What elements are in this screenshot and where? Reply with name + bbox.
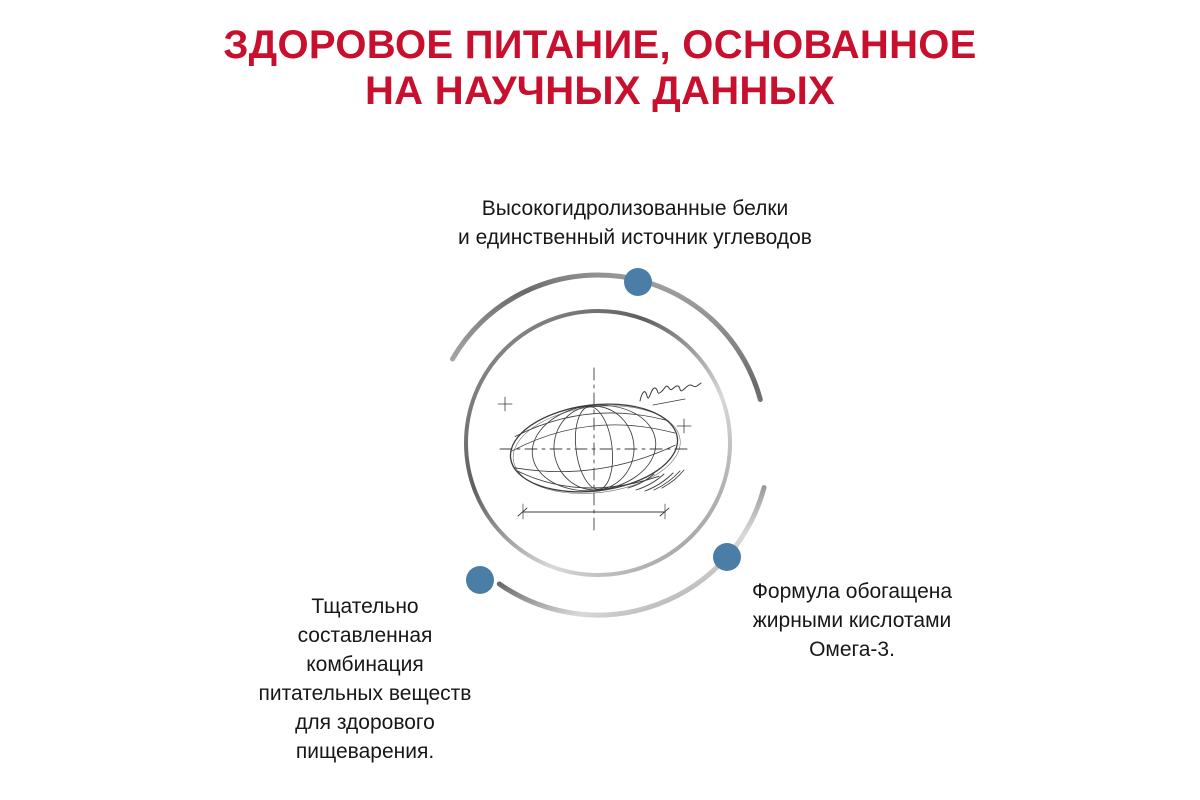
ring-arc-top <box>450 272 763 402</box>
dimension-line <box>517 503 670 520</box>
callout-bl-line-4: питательных веществ <box>258 682 472 705</box>
callout-bl-line-1: Тщательно <box>311 595 419 618</box>
callout-top-line-2: и единственный источник углеводов <box>458 226 812 249</box>
callout-bottom-left: Тщательно составленная комбинация питате… <box>259 592 472 766</box>
marker-dot-top <box>624 268 652 296</box>
page-title: ЗДОРОВОЕ ПИТАНИЕ, ОСНОВАННОЕ НА НАУЧНЫХ … <box>0 22 1200 114</box>
signature-scribble-icon <box>639 382 702 406</box>
callout-bl-line-3: комбинация <box>306 653 424 676</box>
callout-top: Высокогидролизованные белки и единственн… <box>458 194 812 252</box>
callout-br-line-3: Омега-3. <box>809 638 895 661</box>
callout-br-line-1: Формула обогащена <box>751 580 953 603</box>
ring-outer-arcs <box>450 272 767 618</box>
callout-bl-line-6: пищеварения. <box>295 740 435 763</box>
callout-bottom-right: Формула обогащена жирными кислотами Омег… <box>752 577 952 664</box>
callout-br-line-2: жирными кислотами <box>752 609 952 632</box>
callout-top-line-1: Высокогидролизованные белки <box>481 197 789 220</box>
kibble-technical-sketch-icon <box>497 367 702 533</box>
title-line-2: НА НАУЧНЫХ ДАННЫХ <box>364 69 836 113</box>
callout-bl-line-2: составленная <box>297 624 433 647</box>
ring-arc-bottom <box>496 485 767 618</box>
callout-bl-line-5: для здорового <box>295 711 435 734</box>
marker-dot-bottom-left <box>466 566 494 594</box>
ring-circle <box>464 309 732 577</box>
title-line-1: ЗДОРОВОЕ ПИТАНИЕ, ОСНОВАННОЕ <box>223 23 977 67</box>
marker-dot-bottom-right <box>713 543 741 571</box>
